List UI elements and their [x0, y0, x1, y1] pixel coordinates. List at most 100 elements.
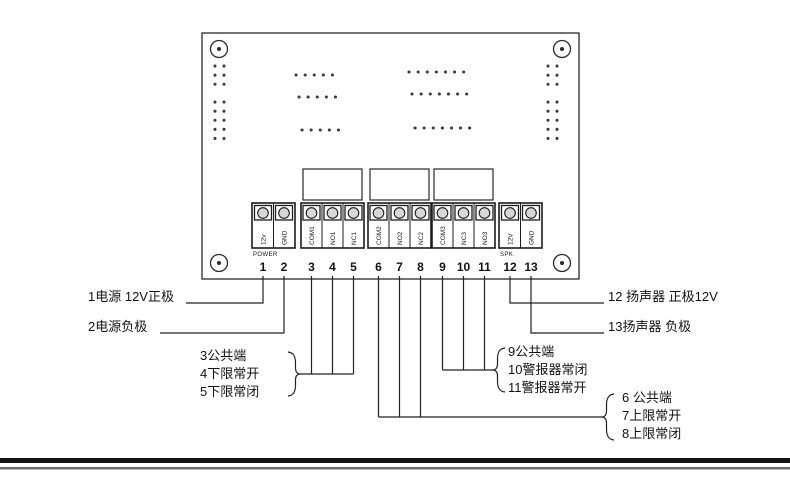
screw-terminal — [521, 204, 541, 221]
terminal-block-upper-limit — [367, 202, 432, 249]
terminal-pin-label-13: GND — [529, 230, 536, 245]
terminal-pin-label-9: COM3 — [440, 226, 447, 245]
terminal-pin-label-5: NC1 — [351, 232, 358, 245]
terminal-number-4: 4 — [329, 260, 336, 274]
brace-alarm — [493, 347, 506, 393]
screw-terminal — [253, 204, 273, 221]
annotation-upper-limit-com: 6 公共端 — [622, 390, 672, 405]
screw-terminal — [433, 204, 452, 221]
terminal-number-8: 8 — [417, 260, 424, 274]
terminal-pin-label-10: NC3 — [461, 232, 468, 245]
terminal-pin-label-11: NO3 — [482, 231, 489, 245]
screw-terminal — [369, 204, 388, 221]
relay-box-3 — [433, 168, 494, 201]
screw-head-icon — [305, 207, 318, 219]
hole-center-dot — [560, 47, 564, 51]
screw-head-icon — [414, 207, 427, 219]
terminal-block-speaker — [498, 202, 543, 249]
mounting-hole-icon — [209, 253, 229, 273]
screw-terminal — [274, 204, 294, 221]
pin-labels: 12v GND COM1 NO1 NC1 COM2 NO2 NC2 COM3 N… — [253, 226, 536, 258]
terminal-number-9: 9 — [439, 260, 446, 274]
terminal-pin-label-4: NO1 — [330, 231, 337, 245]
solder-pads — [213, 64, 559, 141]
leader-terminal-1 — [186, 276, 264, 304]
annotation-upper-limit-nc: 8上限常闭 — [622, 426, 681, 441]
terminal-pin-label-1: 12v — [261, 234, 268, 245]
annotation-speaker-positive: 12 扬声器 正极12V — [608, 289, 718, 304]
annotation-power-negative: 2电源负极 — [88, 319, 147, 334]
leader-terminal-12 — [509, 276, 604, 304]
annotation-upper-limit-no: 7上限常开 — [622, 408, 681, 423]
terminal-number-11: 11 — [478, 260, 491, 274]
mounting-hole-icon — [209, 39, 229, 59]
group-label-spk: SPK — [500, 252, 513, 258]
screw-terminal — [323, 204, 342, 221]
bottom-edge-thin — [0, 467, 790, 470]
mounting-hole-icon — [552, 253, 572, 273]
terminal-number-1: 1 — [260, 260, 267, 274]
screw-head-icon — [393, 207, 406, 219]
annotation-power-positive: 1电源 12V正极 — [88, 289, 174, 304]
annotation-lower-limit-com: 3公共端 — [200, 348, 246, 363]
mounting-hole-icon — [552, 39, 572, 59]
screw-terminal — [302, 204, 321, 221]
screw-head-icon — [457, 207, 470, 219]
screw-head-icon — [504, 207, 516, 219]
annotation-lower-limit-no: 4下限常开 — [200, 366, 259, 381]
terminal-number-5: 5 — [350, 260, 357, 274]
annotation-alarm-com: 9公共端 — [508, 344, 554, 359]
screw-terminal — [390, 204, 409, 221]
annotation-speaker-negative: 13扬声器 负极 — [608, 319, 691, 334]
terminal-block-lower-limit — [300, 202, 365, 249]
screw-terminal — [411, 204, 430, 221]
terminal-number-3: 3 — [308, 260, 315, 274]
terminal-number-12: 12 — [503, 260, 517, 274]
screw-head-icon — [326, 207, 339, 219]
annotation-lower-limit-nc: 5下限常闭 — [200, 384, 259, 399]
hole-center-dot — [217, 47, 221, 51]
screw-terminal — [500, 204, 520, 221]
circuit-board: 12v GND COM1 NO1 NC1 COM2 NO2 NC2 COM3 N… — [201, 32, 580, 280]
terminal-pin-label-8: NC2 — [418, 232, 425, 245]
screw-terminal — [475, 204, 494, 221]
relay-box-1 — [302, 168, 363, 201]
screw-head-icon — [347, 207, 360, 219]
relay-box-2 — [369, 168, 430, 201]
terminal-pin-label-6: COM2 — [376, 226, 383, 245]
annotation-alarm-nc: 10警报器常闭 — [508, 362, 587, 377]
screw-terminal — [454, 204, 473, 221]
group-label-power: POWER — [253, 252, 278, 258]
relay-footprints — [302, 168, 494, 201]
terminal-number-10: 10 — [457, 260, 471, 274]
screw-head-icon — [372, 207, 385, 219]
mounting-holes — [209, 39, 572, 273]
leader-terminal-2 — [160, 276, 285, 334]
brace-lower-limit — [287, 351, 300, 397]
screw-terminal — [344, 204, 363, 221]
terminal-number-2: 2 — [281, 260, 288, 274]
hole-center-dot — [217, 261, 221, 265]
terminal-pin-label-3: COM1 — [309, 226, 316, 245]
terminal-number-13: 13 — [524, 260, 538, 274]
hole-center-dot — [560, 261, 564, 265]
annotation-alarm-no: 11警报器常开 — [508, 380, 587, 395]
screw-head-icon — [257, 207, 269, 219]
screw-head-icon — [525, 207, 537, 219]
terminal-number-6: 6 — [375, 260, 382, 274]
screw-head-icon — [478, 207, 491, 219]
annotations: 1电源 12V正极 2电源负极 3公共端 4下限常开 5下限常闭 9公共端 10… — [88, 289, 718, 441]
screw-head-icon — [436, 207, 449, 219]
terminal-pin-label-2: GND — [282, 230, 289, 245]
terminal-pin-label-7: NO2 — [397, 231, 404, 245]
terminal-number-7: 7 — [396, 260, 403, 274]
leader-lines — [160, 276, 615, 441]
leader-terminal-13 — [530, 276, 604, 334]
terminal-block-alarm — [431, 202, 496, 249]
bottom-edge-thick — [0, 458, 790, 463]
terminal-numbers: 1 2 3 4 5 6 7 8 9 10 11 12 13 — [260, 260, 538, 274]
brace-upper-limit — [602, 393, 615, 441]
board-outline — [201, 32, 580, 280]
